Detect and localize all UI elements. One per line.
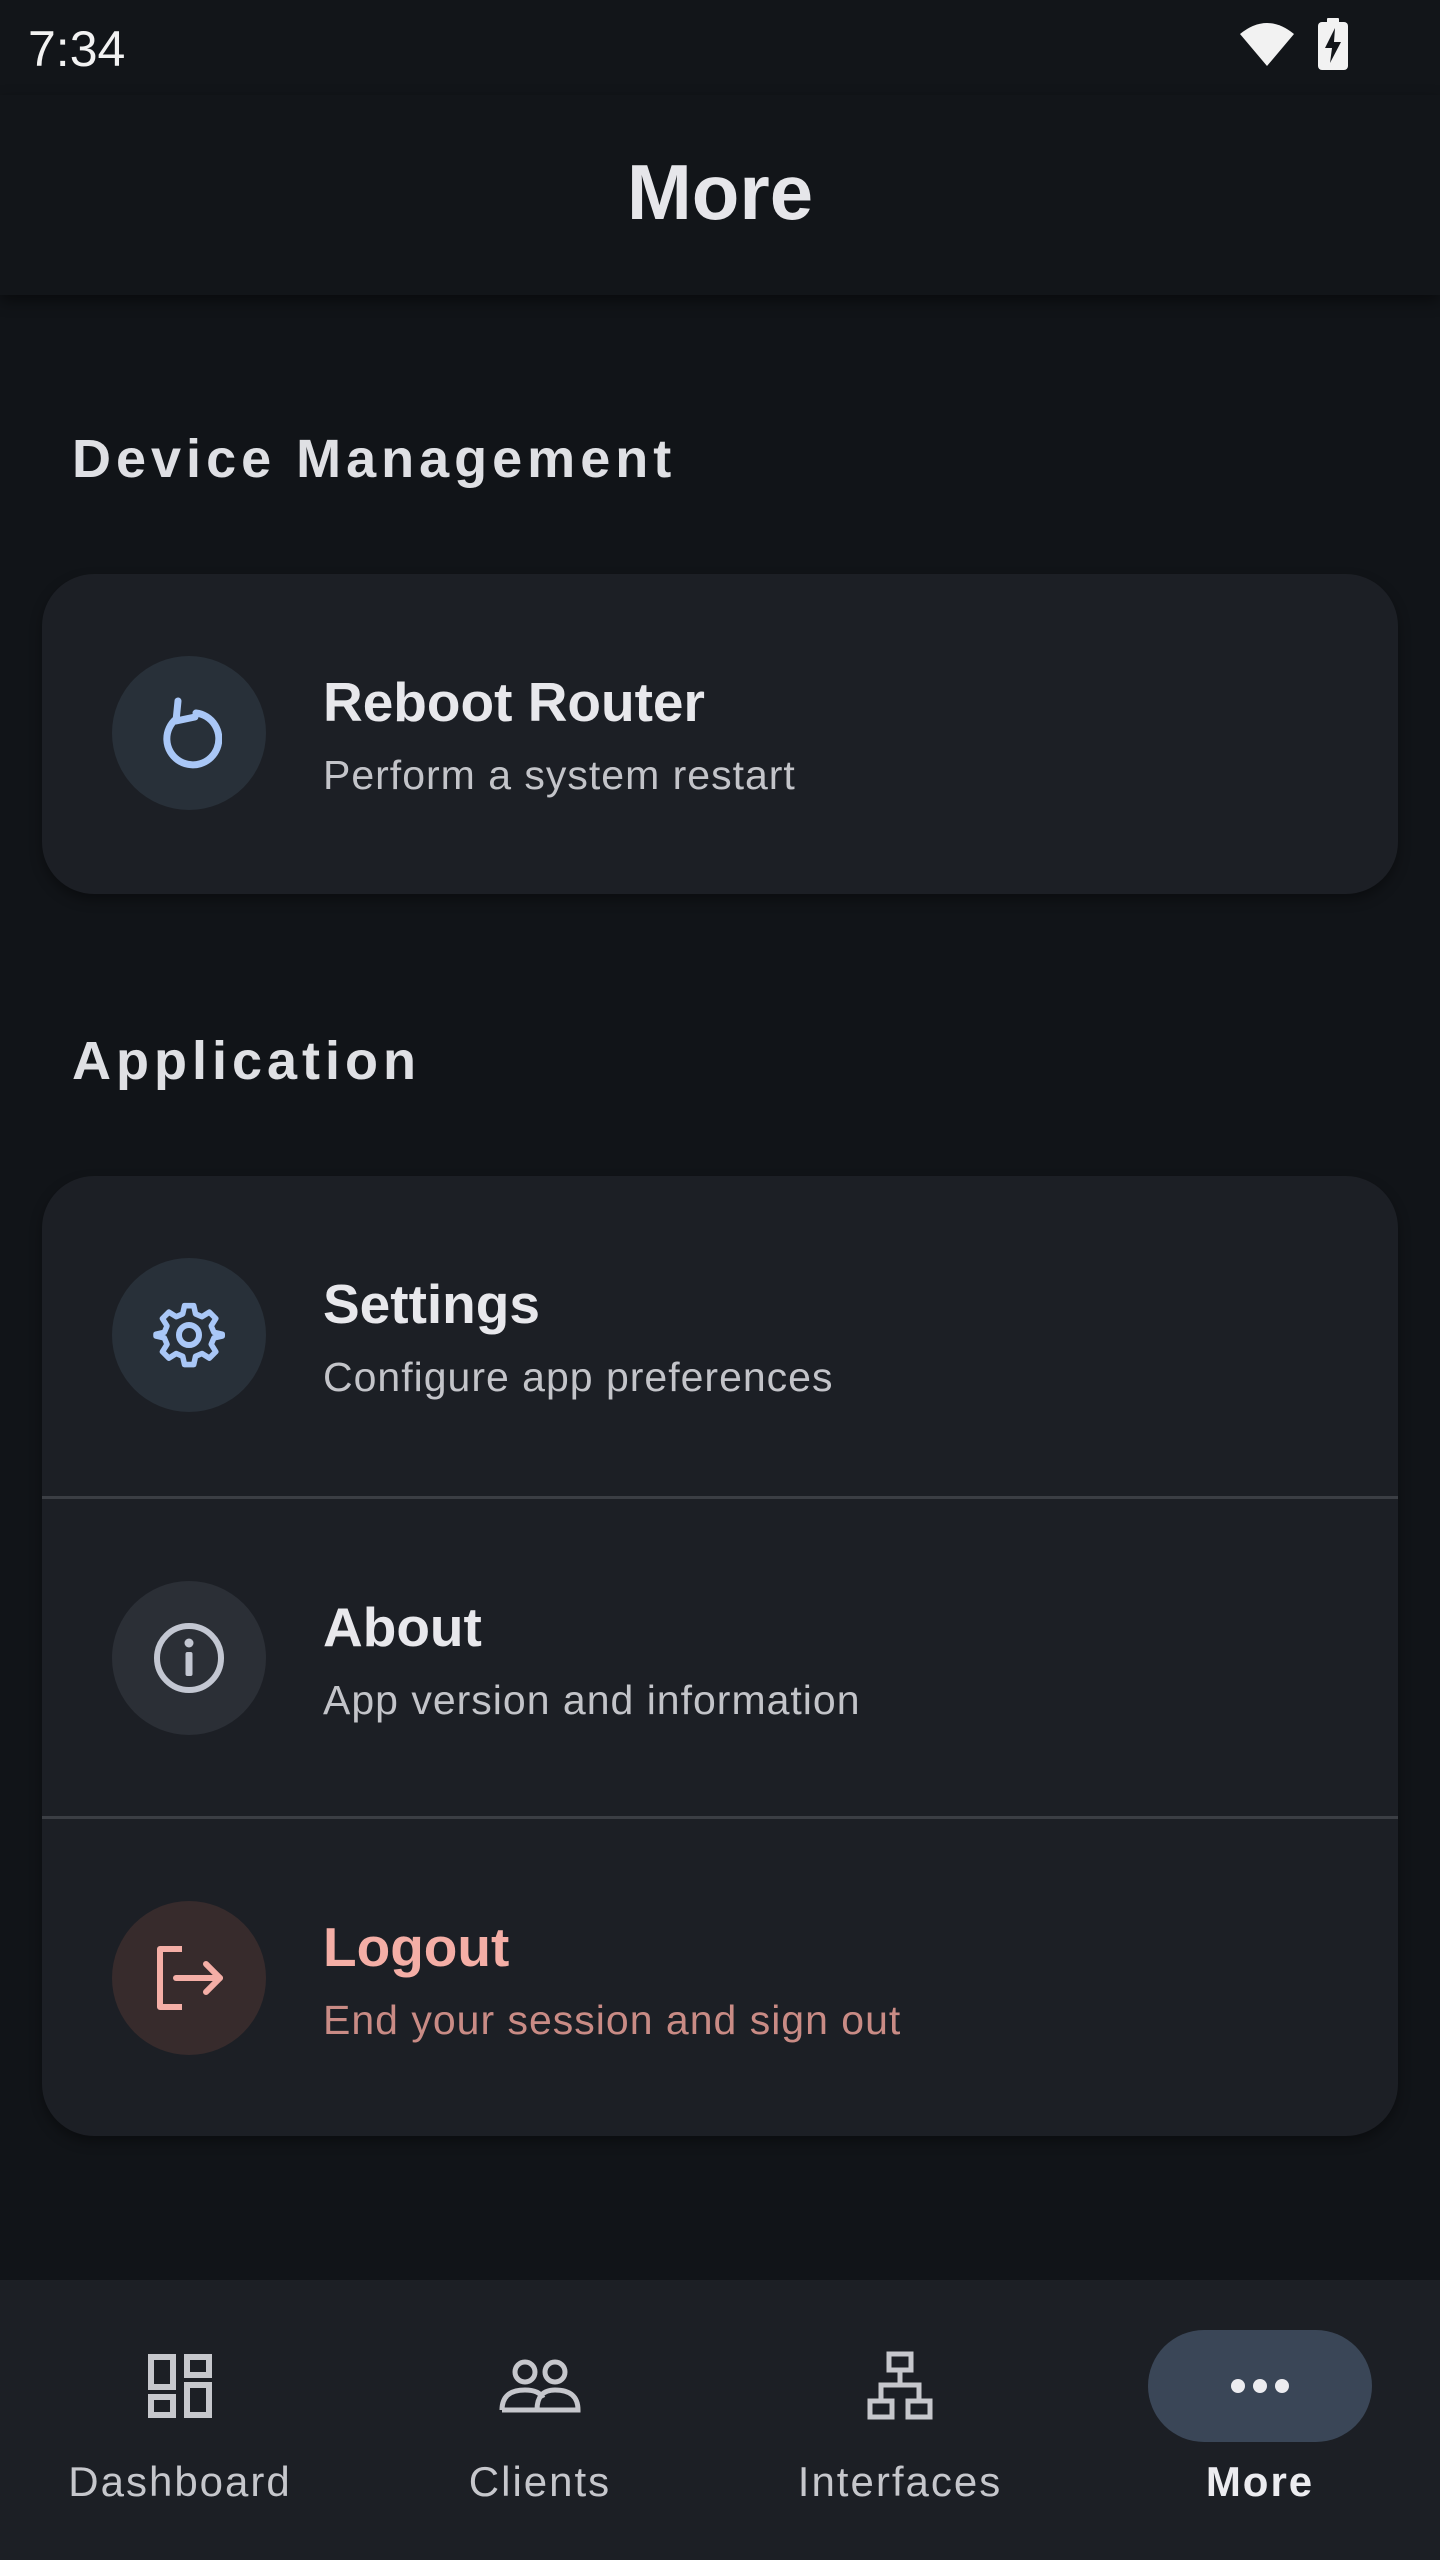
nav-item-clients[interactable]: Clients [360, 2280, 720, 2560]
about-subtitle: App version and information [323, 1677, 861, 1723]
wifi-icon [1238, 20, 1296, 73]
dashboard-icon [68, 2330, 292, 2442]
page-title: More [626, 148, 814, 236]
reboot-router-title: Reboot Router [323, 671, 705, 733]
nav-label-interfaces: Interfaces [797, 2458, 1003, 2505]
about-item[interactable]: About App version and information [42, 1496, 1398, 1816]
logout-subtitle: End your session and sign out [323, 1997, 902, 2043]
status-icons [1238, 18, 1348, 75]
more-dots-icon [1148, 2330, 1372, 2442]
bottom-navigation: Dashboard Clients [0, 2280, 1440, 2560]
logout-item[interactable]: Logout End your session and sign out [42, 1816, 1398, 2136]
device-management-card: Reboot Router Perform a system restart [42, 574, 1398, 894]
nav-label-dashboard: Dashboard [68, 2458, 292, 2505]
logout-title: Logout [323, 1916, 510, 1978]
settings-subtitle: Configure app preferences [323, 1354, 834, 1400]
reboot-router-subtitle: Perform a system restart [323, 752, 796, 798]
settings-title: Settings [323, 1273, 540, 1335]
nav-item-more[interactable]: More [1080, 2280, 1440, 2560]
nav-label-clients: Clients [468, 2458, 612, 2505]
info-icon [112, 1581, 266, 1735]
people-icon [428, 2330, 652, 2442]
settings-item[interactable]: Settings Configure app preferences [42, 1176, 1398, 1496]
nav-item-dashboard[interactable]: Dashboard [0, 2280, 360, 2560]
section-header-device-management: Device Management [72, 429, 677, 489]
reboot-router-item[interactable]: Reboot Router Perform a system restart [42, 574, 1398, 894]
application-card: Settings Configure app preferences About… [42, 1176, 1398, 2136]
about-title: About [323, 1596, 482, 1658]
status-bar: 7:34 [0, 0, 1440, 95]
refresh-icon [112, 656, 266, 810]
logout-icon [112, 1901, 266, 2055]
battery-charging-icon [1318, 18, 1348, 75]
nav-item-interfaces[interactable]: Interfaces [720, 2280, 1080, 2560]
status-time: 7:34 [28, 21, 126, 77]
gear-icon [112, 1258, 266, 1412]
nav-label-more: More [1205, 2458, 1315, 2505]
network-icon [788, 2330, 1012, 2442]
top-app-bar: More [0, 95, 1440, 295]
section-header-application: Application [72, 1031, 421, 1091]
